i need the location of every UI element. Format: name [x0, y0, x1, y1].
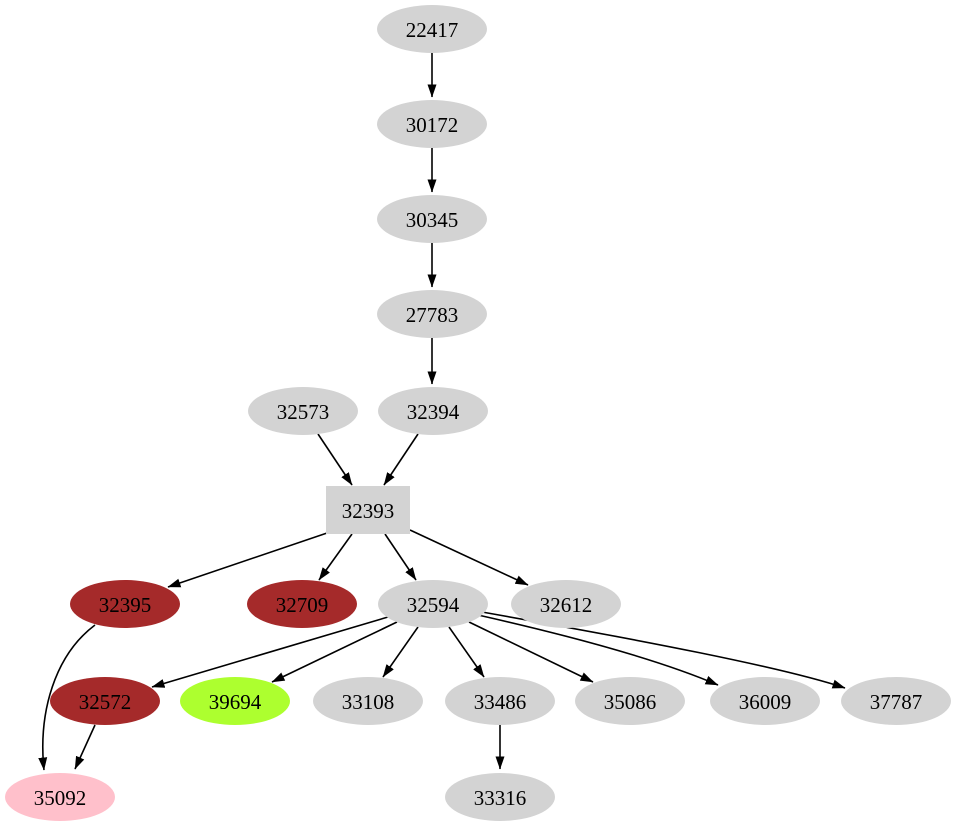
edge-32594-32572 — [151, 616, 389, 688]
node-ellipse-shape — [841, 677, 951, 725]
node-32612: 32612 — [511, 580, 621, 628]
node-ellipse-shape — [377, 290, 487, 338]
node-32395: 32395 — [70, 580, 180, 628]
node-ellipse-shape — [511, 580, 621, 628]
edge-32393-32395 — [167, 531, 331, 588]
node-30172: 30172 — [377, 100, 487, 148]
node-label: 32394 — [407, 400, 460, 424]
node-label: 32395 — [99, 593, 152, 617]
node-22417: 22417 — [377, 5, 487, 53]
node-label: 33108 — [342, 690, 395, 714]
node-label: 22417 — [406, 18, 459, 42]
node-ellipse-shape — [445, 773, 555, 821]
node-label: 32612 — [540, 593, 593, 617]
node-32572: 32572 — [50, 677, 160, 725]
node-37787: 37787 — [841, 677, 951, 725]
node-ellipse-shape — [5, 773, 115, 821]
node-32393: 32393 — [326, 486, 410, 534]
node-27783: 27783 — [377, 290, 487, 338]
edge-32594-39694 — [271, 621, 398, 683]
node-ellipse-shape — [180, 677, 290, 725]
node-30345: 30345 — [377, 195, 487, 243]
node-label: 32572 — [79, 690, 132, 714]
node-label: 35086 — [604, 690, 657, 714]
node-ellipse-shape — [378, 580, 488, 628]
node-32594: 32594 — [378, 580, 488, 628]
node-ellipse-shape — [377, 5, 487, 53]
edge-32395-35092 — [38, 624, 96, 771]
node-label: 30345 — [406, 208, 459, 232]
node-label: 32594 — [407, 593, 460, 617]
edge-32594-33108 — [382, 626, 419, 678]
node-39694: 39694 — [180, 677, 290, 725]
node-33316: 33316 — [445, 773, 555, 821]
edge-layer — [38, 53, 846, 771]
node-ellipse-shape — [70, 580, 180, 628]
node-box-shape — [326, 486, 410, 534]
node-label: 30172 — [406, 113, 459, 137]
edge-32573-32393 — [317, 433, 353, 486]
node-32709: 32709 — [247, 580, 357, 628]
node-layer: 22417 30172 30345 27783 32573 32394 32393 32395… — [5, 5, 951, 821]
edge-32394-32393 — [383, 433, 419, 486]
edge-32572-35092 — [74, 724, 96, 770]
node-ellipse-shape — [50, 677, 160, 725]
node-ellipse-shape — [575, 677, 685, 725]
node-ellipse-shape — [710, 677, 820, 725]
node-label: 32573 — [277, 400, 330, 424]
edge-32594-35086 — [468, 621, 594, 683]
node-label: 32393 — [342, 499, 395, 523]
node-label: 33486 — [474, 690, 527, 714]
edge-32393-32612 — [409, 529, 529, 586]
node-label: 32709 — [276, 593, 329, 617]
node-35092: 35092 — [5, 773, 115, 821]
node-32394: 32394 — [378, 387, 488, 435]
node-label: 33316 — [474, 786, 527, 810]
node-label: 39694 — [209, 690, 262, 714]
node-ellipse-shape — [445, 677, 555, 725]
edge-32393-32709 — [318, 533, 353, 581]
node-label: 36009 — [739, 690, 792, 714]
node-35086: 35086 — [575, 677, 685, 725]
node-33486: 33486 — [445, 677, 555, 725]
node-label: 27783 — [406, 303, 459, 327]
edge-32594-33486 — [448, 626, 485, 678]
node-33108: 33108 — [313, 677, 423, 725]
node-ellipse-shape — [247, 580, 357, 628]
edge-32393-32594 — [384, 533, 417, 581]
node-ellipse-shape — [313, 677, 423, 725]
edge-32594-36009 — [477, 614, 719, 686]
node-36009: 36009 — [710, 677, 820, 725]
node-ellipse-shape — [378, 387, 488, 435]
node-ellipse-shape — [377, 100, 487, 148]
node-label: 37787 — [870, 690, 923, 714]
node-32573: 32573 — [248, 387, 358, 435]
node-ellipse-shape — [377, 195, 487, 243]
node-label: 35092 — [34, 786, 87, 810]
node-ellipse-shape — [248, 387, 358, 435]
